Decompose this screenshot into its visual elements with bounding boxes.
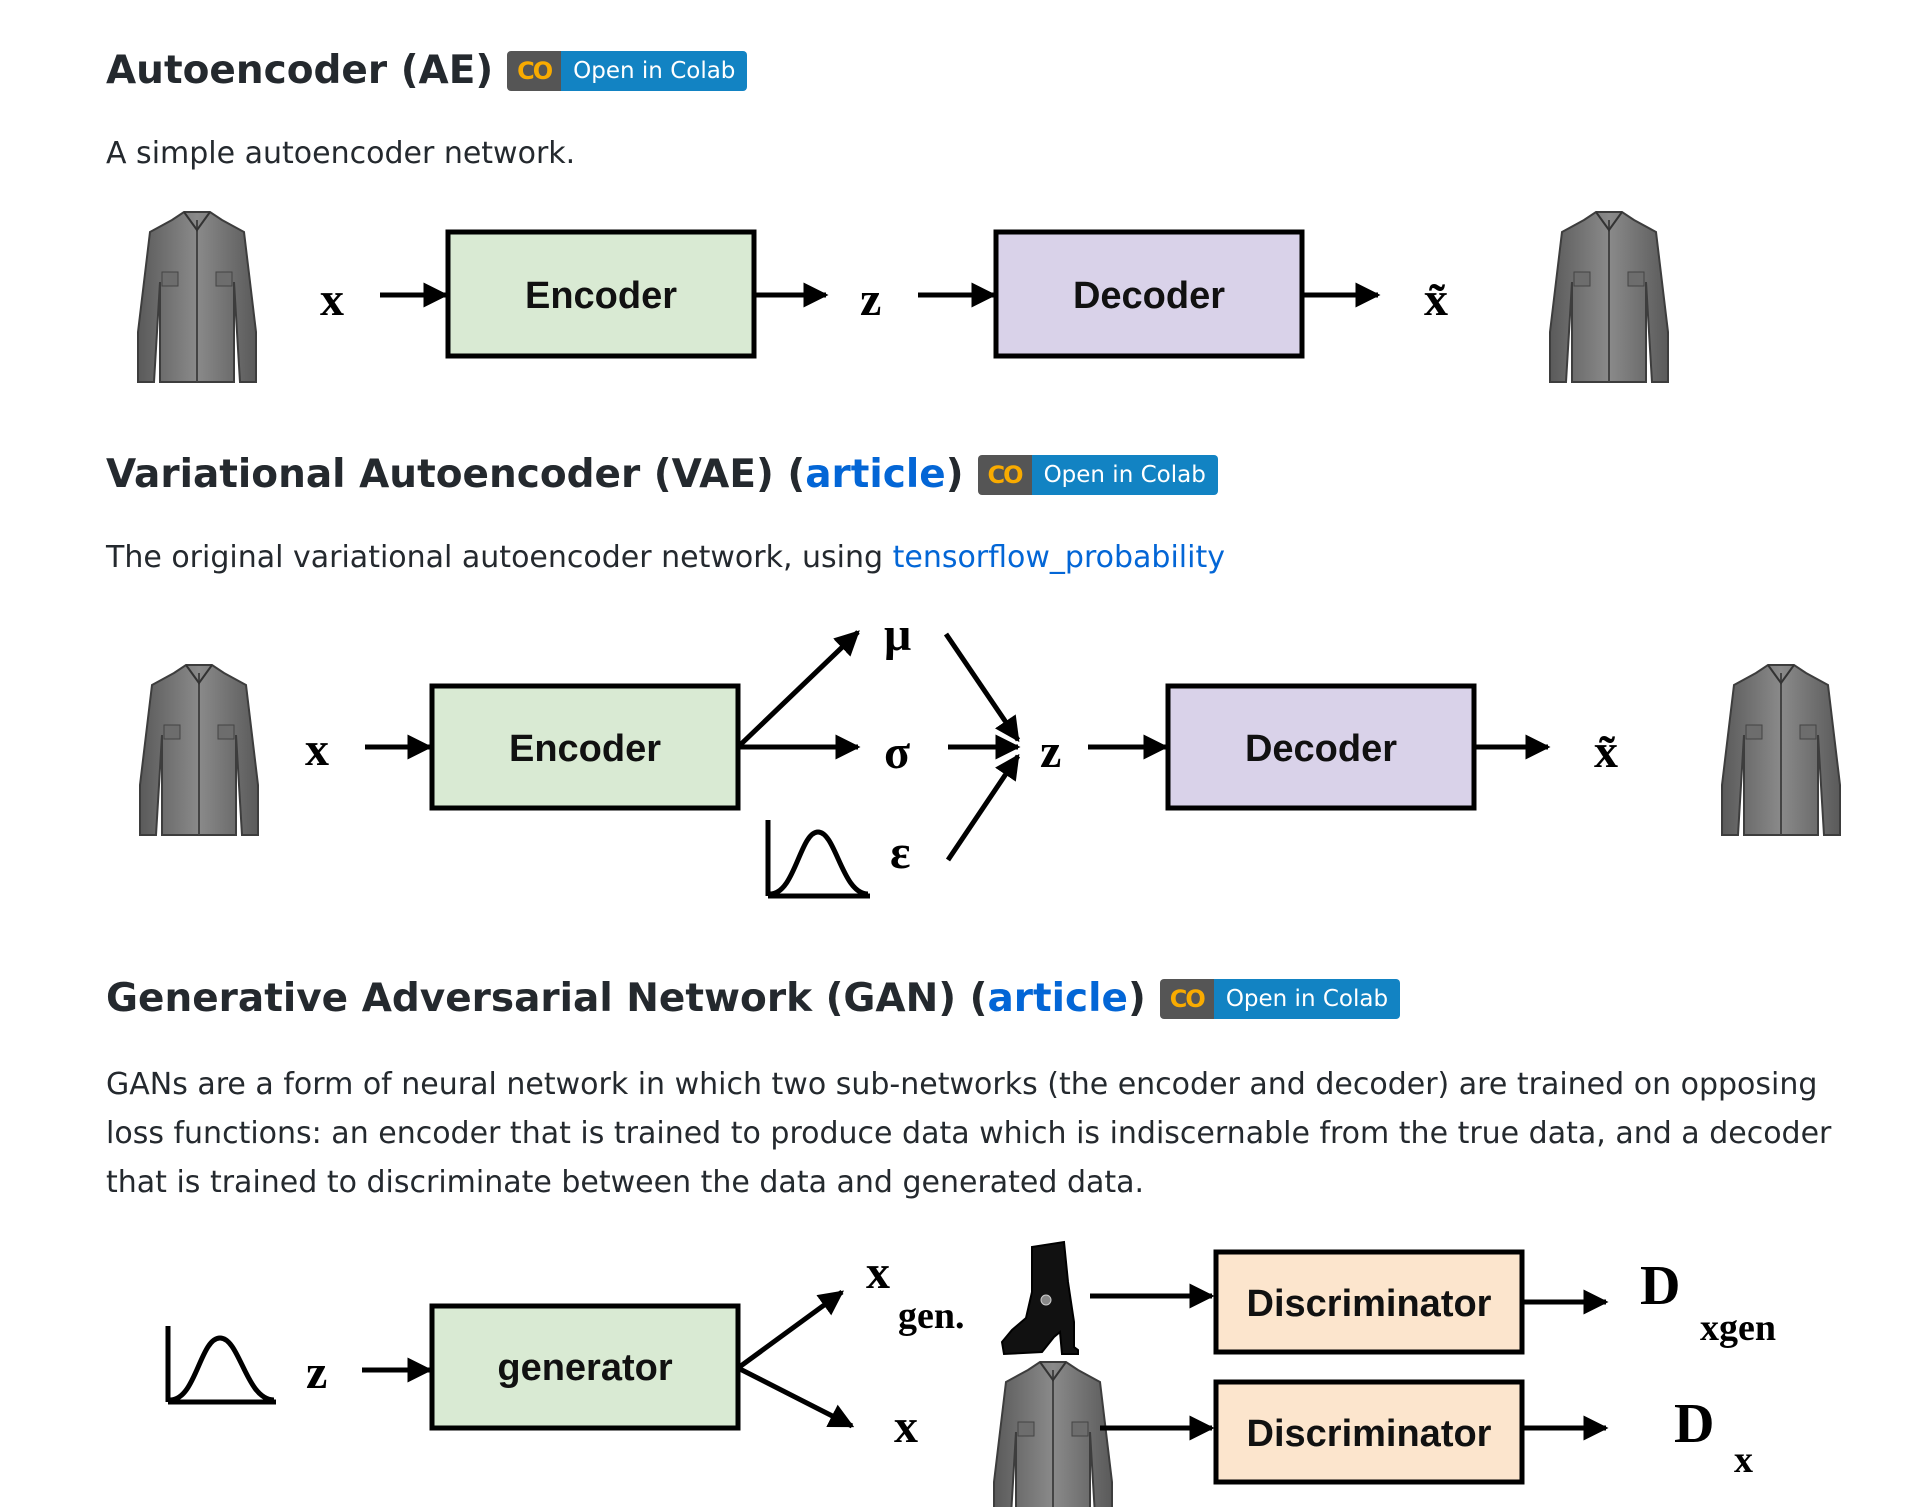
vae-encoder-box [429,683,741,811]
vae-title-row: Variational Autoencoder (VAE) (article) [106,452,964,497]
ae-heading-row: Autoencoder (AE) CO Open in Colab [106,48,748,93]
gan-discriminator-box-2 [1213,1379,1525,1485]
vae-heading-row: Variational Autoencoder (VAE) (article) … [106,452,1218,497]
gan-heading-row: Generative Adversarial Network (GAN) (ar… [106,976,1401,1021]
vae-diagram: x Encoder μ σ ε z Decoder x̃ [139,608,1841,899]
colab-icon: CO [977,454,1032,495]
vae-output-symbol: x̃ [1594,725,1618,778]
gan-d-symbol-1: D [1640,1255,1680,1317]
ae-output-shirt-image [1549,211,1669,383]
ae-badge-text: Open in Colab [561,50,748,91]
vae-decoder-box [1165,683,1477,811]
gan-discriminator-label-2: Discriminator [1247,1413,1492,1455]
gan-latent-symbol: z [306,1346,327,1399]
tensorflow-probability-link[interactable]: tensorflow_probability [892,540,1225,575]
gan-d-subscript-1: xgen [1700,1307,1776,1349]
gaussian-curve-icon [165,1326,276,1405]
vae-description-text: The original variational autoencoder net… [106,540,893,575]
ae-input-symbol: x [320,273,344,326]
gan-title: Generative Adversarial Network (GAN) [106,976,957,1021]
vae-epsilon-symbol: ε [890,826,911,879]
gan-xgen-subscript: gen. [898,1295,965,1337]
vae-sigma-symbol: σ [884,726,910,779]
gan-d-symbol-2: D [1674,1393,1714,1455]
vae-title: Variational Autoencoder (VAE) [106,452,774,497]
gan-discriminator-label-1: Discriminator [1247,1283,1492,1325]
gan-real-shirt-image [993,1361,1113,1507]
vae-description: The original variational autoencoder net… [106,540,1225,575]
ae-description: A simple autoencoder network. [106,136,576,171]
vae-input-symbol: x [305,723,329,776]
gan-xgen-symbol: x [866,1246,890,1299]
gan-diagram: z generator x gen. x Discriminator Discr… [165,1241,1776,1507]
ae-open-in-colab-badge[interactable]: CO Open in Colab [507,50,748,91]
ae-diagram: x Encoder z Decoder x̃ [137,211,1669,383]
ae-decoder-label: Decoder [1073,275,1225,317]
vae-arrow [943,632,1021,743]
gan-d-subscript-2: x [1734,1439,1753,1481]
colab-icon: CO [1159,978,1214,1019]
vae-arrow-mu [736,630,860,749]
vae-latent-symbol: z [1040,725,1061,778]
ae-title: Autoencoder (AE) [106,48,494,93]
ae-latent-symbol: z [860,273,881,326]
vae-arrow [945,753,1021,862]
gan-title-row: Generative Adversarial Network (GAN) (ar… [106,976,1146,1021]
gaussian-curve-icon [765,820,870,899]
gan-open-in-colab-badge[interactable]: CO Open in Colab [1159,978,1401,1019]
ae-encoder-label: Encoder [525,275,677,317]
gan-x-symbol: x [894,1400,918,1453]
ae-input-shirt-image [137,211,257,383]
vae-input-shirt-image [139,664,259,836]
vae-badge-text: Open in Colab [1031,454,1218,495]
gan-generator-label: generator [497,1347,672,1389]
ae-output-symbol: x̃ [1424,273,1448,326]
colab-icon: CO [507,50,562,91]
gan-article-link[interactable]: article [987,976,1128,1021]
gan-arrow-generated [736,1289,845,1371]
vae-article-link[interactable]: article [805,452,946,497]
vae-open-in-colab-badge[interactable]: CO Open in Colab [977,454,1218,495]
gan-generated-boot-image [1001,1241,1079,1355]
gan-description: GANs are a form of neural network in whi… [106,1067,1832,1200]
gan-discriminator-box-1 [1213,1249,1525,1355]
vae-output-shirt-image [1721,664,1841,836]
vae-mu-symbol: μ [884,608,911,661]
gan-arrow-real [736,1365,855,1429]
gan-badge-text: Open in Colab [1213,978,1401,1019]
vae-encoder-label: Encoder [509,728,661,770]
vae-decoder-label: Decoder [1245,728,1397,770]
ae-decoder-box [993,229,1305,359]
